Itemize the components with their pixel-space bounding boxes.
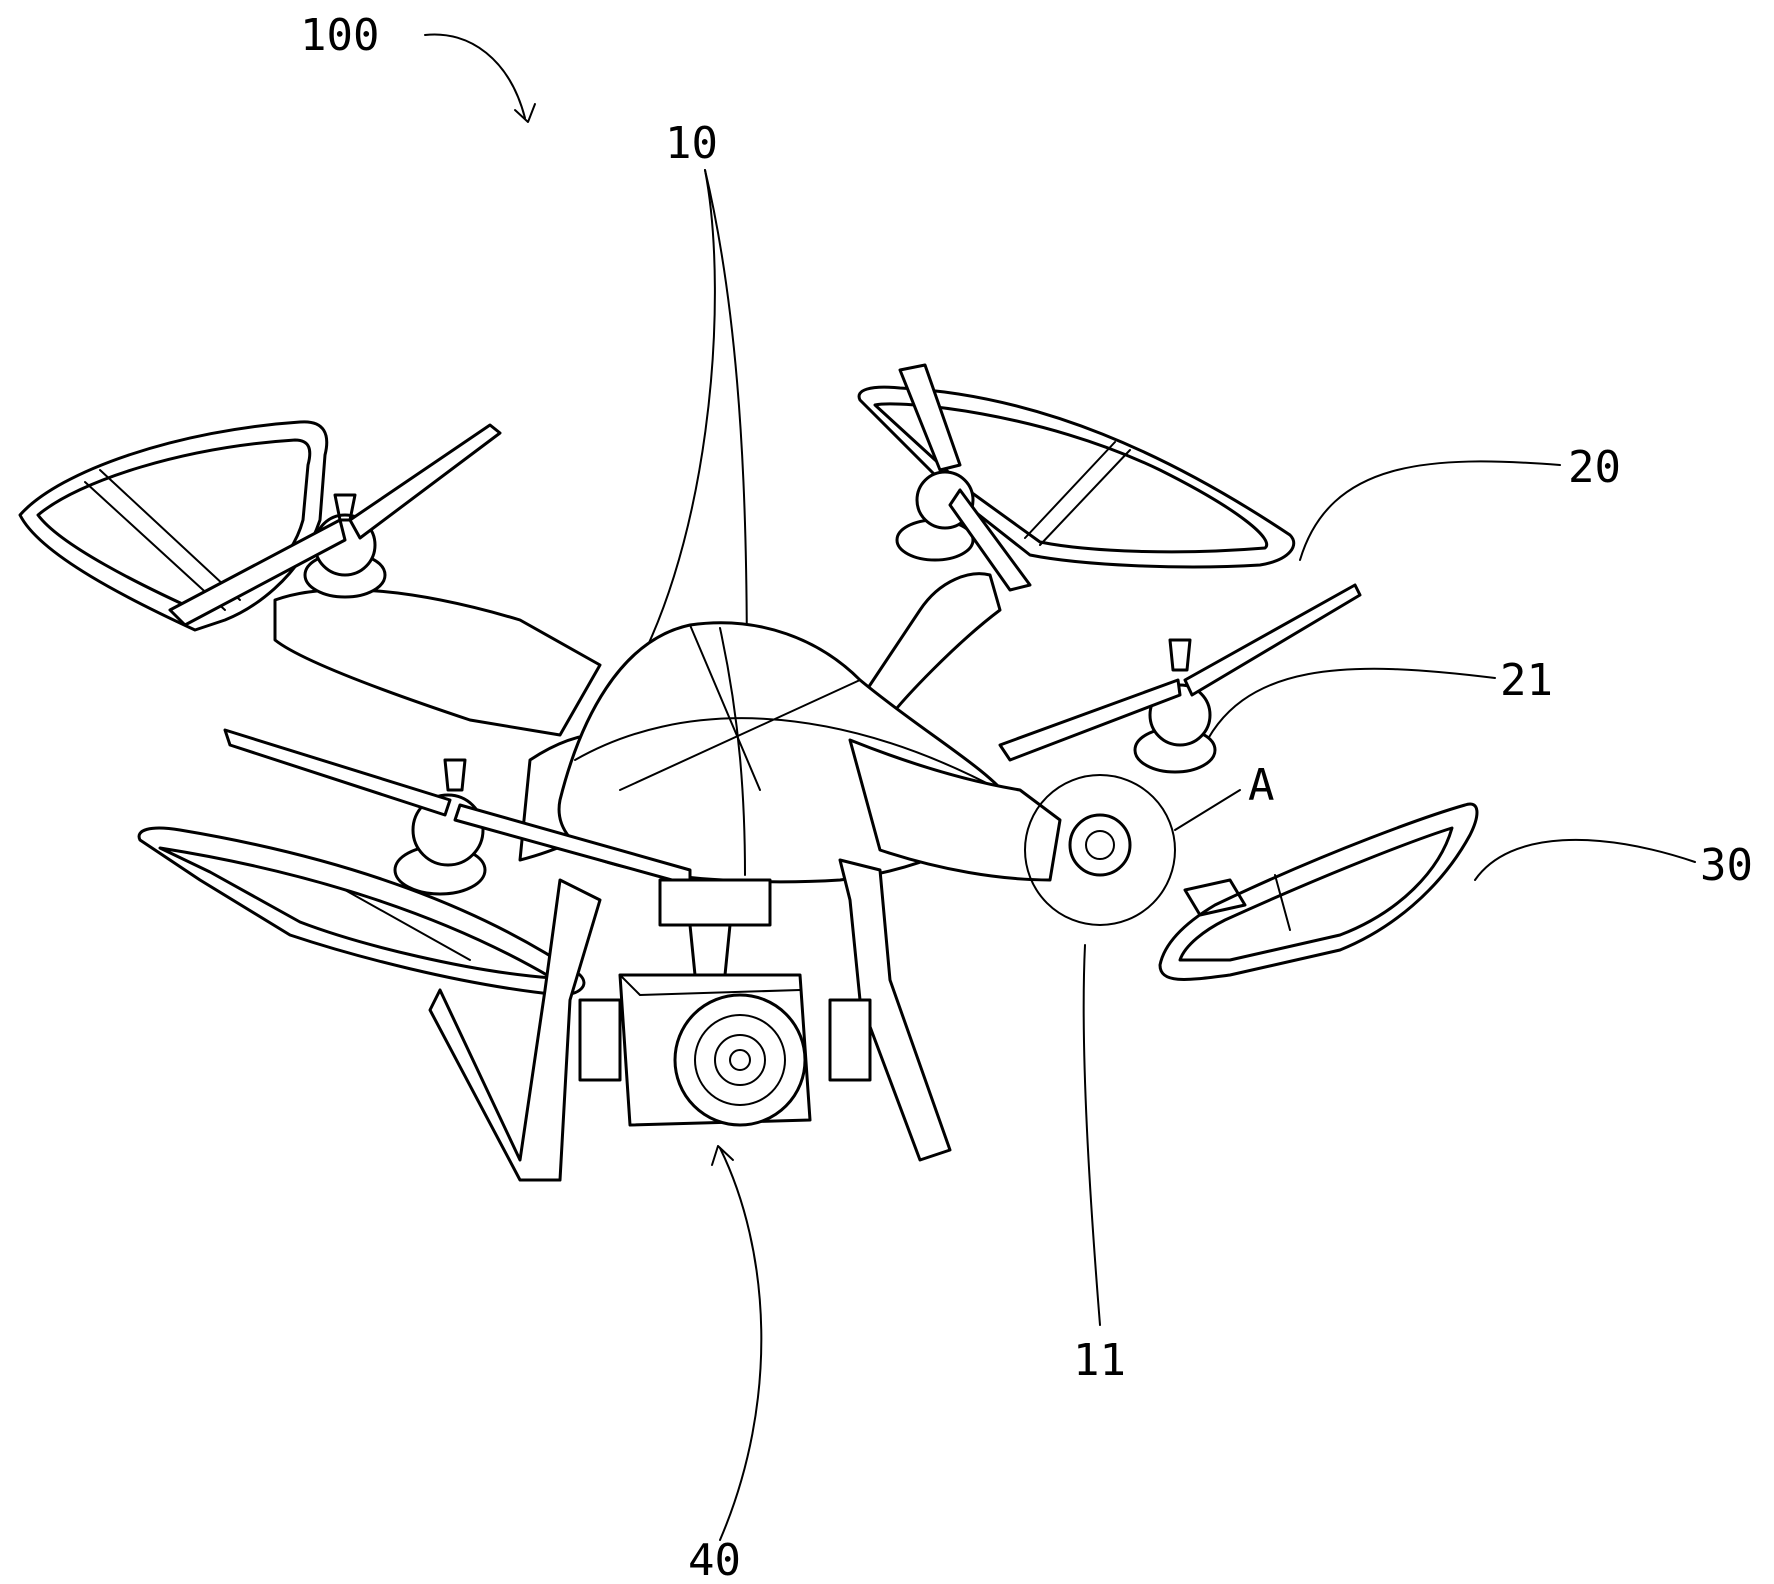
label-a: A <box>1248 760 1275 811</box>
leader-21 <box>1200 669 1495 755</box>
leader-11 <box>1084 945 1100 1325</box>
arrow-100-head <box>515 104 535 122</box>
leader-30 <box>1475 840 1695 880</box>
leader-10a <box>618 170 715 700</box>
label-11: 11 <box>1073 1335 1126 1386</box>
leader-40 <box>720 1148 761 1540</box>
label-100: 100 <box>300 10 379 61</box>
label-10: 10 <box>665 118 718 169</box>
guard-front-left <box>139 828 584 995</box>
camera-gimbal <box>580 880 870 1125</box>
guard-front-right <box>1160 804 1477 979</box>
label-20: 20 <box>1568 442 1621 493</box>
leader-100 <box>425 34 525 118</box>
leader-a <box>1175 790 1240 830</box>
label-21: 21 <box>1500 655 1553 706</box>
label-40: 40 <box>688 1535 741 1584</box>
label-30: 30 <box>1700 840 1753 891</box>
leader-20 <box>1300 461 1560 560</box>
